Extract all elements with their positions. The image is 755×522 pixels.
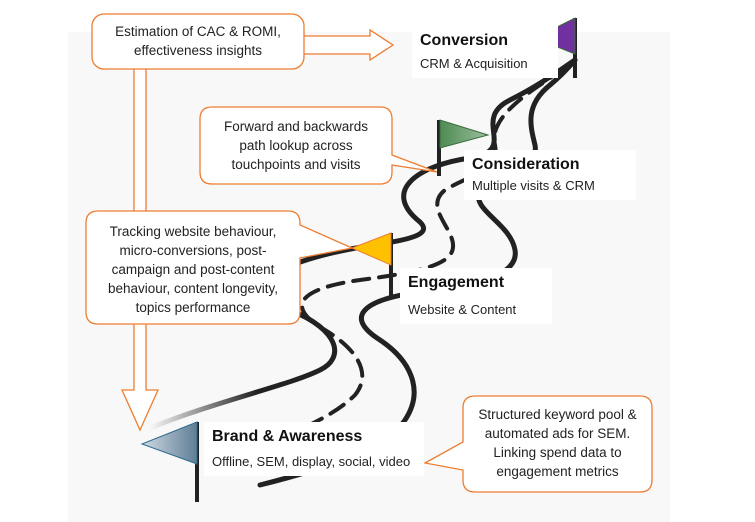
stage-title: Engagement [408,274,505,291]
road-left-edge [147,57,578,431]
flag-consideration-pennant [439,119,490,149]
flag-engagement-pennant [350,232,392,266]
road-center-line [208,58,577,464]
callout-box-brand [423,395,653,493]
right-arrow [304,28,395,62]
callout-line: path lookup across [239,138,353,153]
callout-line: automated ads for SEM. [484,426,631,441]
flag-engagement [350,232,393,299]
callout-line: touchpoints and visits [231,157,361,172]
callout-text-engagement: Tracking website behaviour, micro-conver… [88,222,298,317]
callout-line: effectiveness insights [133,43,263,58]
callout-line: Forward and backwards [223,119,369,134]
callout-text-conversion: Estimation of CAC & ROMI, effectiveness … [96,22,300,60]
callout-line: engagement metrics [496,464,619,479]
callout-box-conversion [91,13,305,70]
callout-box-consideration [199,106,438,185]
stage-title: Brand & Awareness [212,428,363,445]
stage-label-engagement: Engagement Website & Content [400,268,552,324]
callout-line: micro-conversions, post- [119,243,267,258]
stage-subtitle: Offline, SEM, display, social, video [212,454,411,469]
callout-line: Linking spend data to [493,445,622,460]
flag-consideration [437,119,490,176]
stage-title: Consideration [472,156,580,173]
callout-text-brand: Structured keyword pool & automated ads … [465,405,650,481]
stage-label-conversion: Conversion CRM & Acquisition [412,26,558,78]
callout-line: topics performance [135,300,251,315]
flag-brand-pennant [140,421,198,465]
stage-subtitle: Website & Content [408,302,517,317]
stage-label-brand-awareness: Brand & Awareness Offline, SEM, display,… [204,422,424,476]
callout-line: campaign and post-content [111,262,275,277]
callout-line: Estimation of CAC & ROMI, [115,24,281,39]
stage-label-consideration: Consideration Multiple visits & CRM [464,150,636,200]
callout-line: Structured keyword pool & [478,407,637,422]
flag-brand-awareness [140,421,199,502]
stage-subtitle: Multiple visits & CRM [472,178,595,193]
stage-title: Conversion [420,32,509,49]
callout-line: behaviour, content longevity, [107,281,279,296]
callout-text-consideration: Forward and backwards path lookup across… [204,117,388,174]
stage-subtitle: CRM & Acquisition [420,56,528,71]
callout-line: Tracking website behaviour, [109,224,277,239]
callout-box-engagement [85,210,355,325]
